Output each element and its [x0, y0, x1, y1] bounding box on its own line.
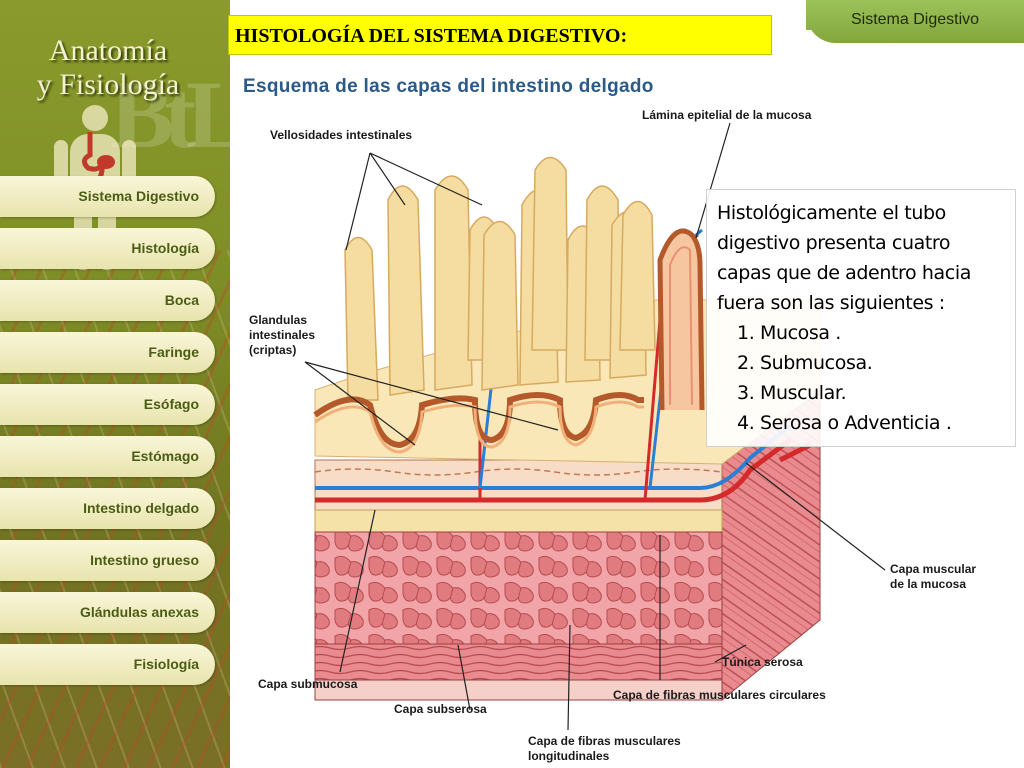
- section-tab: Sistema Digestivo: [806, 0, 1024, 43]
- nav-item-histologia[interactable]: Histología: [0, 228, 215, 269]
- nav-item-glandulas-anexas[interactable]: Glándulas anexas: [0, 592, 215, 633]
- sidebar-nav: Sistema Digestivo Histología Boca Faring…: [0, 176, 230, 696]
- nav-item-fisiologia[interactable]: Fisiología: [0, 644, 215, 685]
- label-capa-longitudinales: Capa de fibras musculares longitudinales: [528, 734, 681, 763]
- info-item-submucosa: 2. Submucosa.: [737, 352, 873, 374]
- nav-item-esofago[interactable]: Esófago: [0, 384, 215, 425]
- nav-item-sistema-digestivo[interactable]: Sistema Digestivo: [0, 176, 215, 217]
- info-intro: Histológicamente el tubo digestivo prese…: [717, 202, 971, 314]
- label-capa-circulares: Capa de fibras musculares circulares: [613, 688, 826, 702]
- info-list: 1. Mucosa . 2. Submucosa. 3. Muscular. 4…: [717, 318, 1005, 438]
- label-glandulas: Glandulas intestinales (criptas): [249, 313, 316, 357]
- label-vellosidades: Vellosidades intestinales: [270, 128, 413, 142]
- sidebar: BtL Anatomía y Fisiología Sistema Digest…: [0, 0, 230, 768]
- label-capa-submucosa: Capa submucosa: [258, 677, 358, 691]
- nav-item-intestino-grueso[interactable]: Intestino grueso: [0, 540, 215, 581]
- nav-item-intestino-delgado[interactable]: Intestino delgado: [0, 488, 215, 529]
- nav-item-estomago[interactable]: Estómago: [0, 436, 215, 477]
- info-item-mucosa: 1. Mucosa .: [737, 322, 841, 344]
- info-item-muscular: 3. Muscular.: [737, 382, 847, 404]
- nav-item-faringe[interactable]: Faringe: [0, 332, 215, 373]
- label-tunica-serosa: Túnica serosa: [722, 655, 803, 669]
- intestine-diagram: [304, 122, 886, 731]
- label-capa-muscular-mucosa: Capa muscular de la mucosa: [890, 562, 977, 591]
- brand-title: Anatomía y Fisiología: [36, 34, 180, 101]
- nav-item-boca[interactable]: Boca: [0, 280, 215, 321]
- info-item-serosa: 4. Serosa o Adventicia .: [737, 412, 952, 434]
- diagram-title: Esquema de las capas del intestino delga…: [243, 76, 654, 97]
- label-capa-subserosa: Capa subserosa: [394, 702, 487, 716]
- page-title: HISTOLOGÍA DEL SISTEMA DIGESTIVO:: [228, 15, 772, 55]
- info-box: Histológicamente el tubo digestivo prese…: [706, 189, 1016, 447]
- label-lamina-epitelial: Lámina epitelial de la mucosa: [642, 108, 812, 122]
